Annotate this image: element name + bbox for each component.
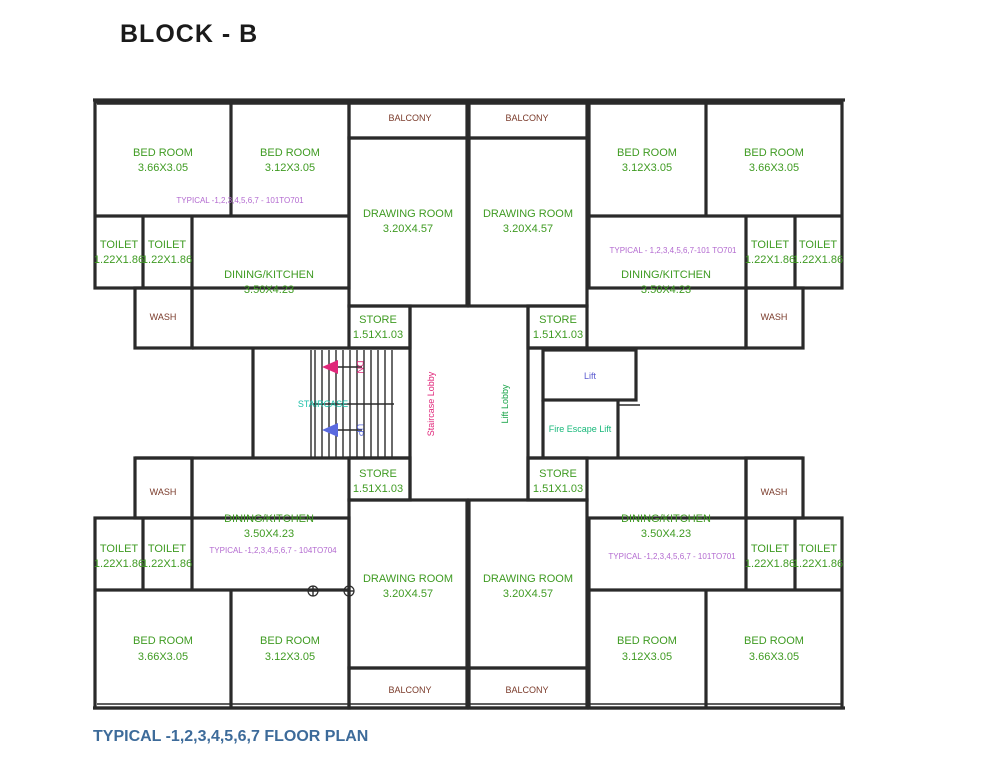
typical-note: TYPICAL -1,2,3,4,5,6,7 - 101TO701: [176, 196, 304, 205]
toilet-dim: 1.22X1.86: [745, 254, 795, 266]
bed-room-label: BED ROOM: [744, 147, 804, 159]
bed-room-label: BED ROOM: [260, 147, 320, 159]
dining-kitchen-label: DINING/KITCHEN: [224, 513, 314, 525]
down-label: DN: [355, 361, 365, 374]
toilet-dim: 1.22X1.86: [745, 558, 795, 570]
toilet-label: TOILET: [148, 543, 187, 555]
drawing-room-dim: 3.20X4.57: [503, 588, 553, 600]
bed-room-label: BED ROOM: [260, 635, 320, 647]
drawing-room-label: DRAWING ROOM: [483, 573, 573, 585]
bed-room-dim: 3.66X3.05: [749, 651, 799, 663]
staircase-lobby-label: Staircase Lobby: [426, 371, 436, 436]
bed-room-dim: 3.66X3.05: [138, 162, 188, 174]
down-arrow-icon: [322, 360, 338, 374]
balcony-label: BALCONY: [388, 685, 431, 695]
store-label: STORE: [359, 314, 397, 326]
toilet-label: TOILET: [751, 543, 790, 555]
bed-room-label: BED ROOM: [744, 635, 804, 647]
fire-escape-lift-label: Fire Escape Lift: [549, 424, 612, 434]
wash-label: WASH: [761, 487, 788, 497]
dining-kitchen-dim: 3.50X4.23: [641, 528, 691, 540]
toilet-label: TOILET: [100, 543, 139, 555]
balcony-label: BALCONY: [505, 685, 548, 695]
drawing-room-dim: 3.20X4.57: [383, 223, 433, 235]
wash-label: WASH: [150, 312, 177, 322]
drawing-room-dim: 3.20X4.57: [503, 223, 553, 235]
store-dim: 1.51X1.03: [533, 329, 583, 341]
bed-room-dim: 3.12X3.05: [622, 651, 672, 663]
typical-note: TYPICAL -1,2,3,4,5,6,7 - 104TO704: [209, 546, 337, 555]
bed-room-label: BED ROOM: [133, 147, 193, 159]
store-label: STORE: [539, 468, 577, 480]
balcony-label: BALCONY: [388, 113, 431, 123]
dining-kitchen-dim: 3.50X4.23: [244, 284, 294, 296]
wash-label: WASH: [150, 487, 177, 497]
store-dim: 1.51X1.03: [353, 329, 403, 341]
store-label: STORE: [359, 468, 397, 480]
floor-plan-caption: TYPICAL -1,2,3,4,5,6,7 FLOOR PLAN: [93, 728, 369, 745]
typical-note: TYPICAL -1,2,3,4,5,6,7 - 101TO701: [608, 552, 736, 561]
up-arrow-icon: [322, 423, 338, 437]
bed-room-label: BED ROOM: [133, 635, 193, 647]
lift-lobby-label: Lift Lobby: [500, 384, 510, 424]
bed-room-label: BED ROOM: [617, 147, 677, 159]
bed-room-dim: 3.12X3.05: [622, 162, 672, 174]
drawing-room-dim: 3.20X4.57: [383, 588, 433, 600]
bed-room-dim: 3.12X3.05: [265, 162, 315, 174]
column-marker-icon: [307, 585, 355, 597]
store-label: STORE: [539, 314, 577, 326]
dining-kitchen-dim: 3.50X4.23: [244, 528, 294, 540]
store-dim: 1.51X1.03: [353, 483, 403, 495]
bed-room-label: BED ROOM: [617, 635, 677, 647]
wash-label: WASH: [761, 312, 788, 322]
toilet-dim: 1.22X1.86: [94, 254, 144, 266]
dining-kitchen-dim: 3.50X4.23: [641, 284, 691, 296]
typical-note: TYPICAL - 1,2,3,4,5,6,7-101 TO701: [609, 246, 737, 255]
dining-kitchen-label: DINING/KITCHEN: [621, 269, 711, 281]
toilet-dim: 1.22X1.86: [142, 558, 192, 570]
toilet-label: TOILET: [799, 239, 838, 251]
walls-bottom: [93, 456, 845, 710]
toilet-label: TOILET: [100, 239, 139, 251]
bed-room-dim: 3.66X3.05: [749, 162, 799, 174]
toilet-label: TOILET: [799, 543, 838, 555]
walls-top: [93, 98, 845, 350]
toilet-label: TOILET: [148, 239, 187, 251]
balcony-label: BALCONY: [505, 113, 548, 123]
drawing-room-label: DRAWING ROOM: [363, 208, 453, 220]
up-label: UP: [355, 424, 365, 437]
toilet-dim: 1.22X1.86: [793, 558, 843, 570]
drawing-room-label: DRAWING ROOM: [363, 573, 453, 585]
drawing-room-label: DRAWING ROOM: [483, 208, 573, 220]
block-title: BLOCK - B: [120, 20, 259, 48]
lift-label: Lift: [584, 371, 597, 381]
toilet-dim: 1.22X1.86: [94, 558, 144, 570]
toilet-dim: 1.22X1.86: [142, 254, 192, 266]
toilet-label: TOILET: [751, 239, 790, 251]
store-dim: 1.51X1.03: [533, 483, 583, 495]
bed-room-dim: 3.66X3.05: [138, 651, 188, 663]
bed-room-dim: 3.12X3.05: [265, 651, 315, 663]
staircase-label: STAIRCASE: [298, 399, 348, 409]
dining-kitchen-label: DINING/KITCHEN: [621, 513, 711, 525]
dining-kitchen-label: DINING/KITCHEN: [224, 269, 314, 281]
toilet-dim: 1.22X1.86: [793, 254, 843, 266]
